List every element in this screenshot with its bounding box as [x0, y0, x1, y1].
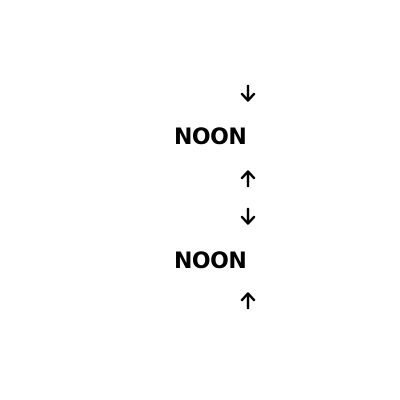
noon-label: NOON	[174, 249, 247, 274]
noon-label: NOON	[174, 125, 247, 150]
arrow-down-icon	[239, 207, 257, 227]
arrow-down-icon	[239, 84, 257, 104]
arrow-up-icon	[239, 168, 257, 188]
arrow-up-icon	[239, 290, 257, 310]
